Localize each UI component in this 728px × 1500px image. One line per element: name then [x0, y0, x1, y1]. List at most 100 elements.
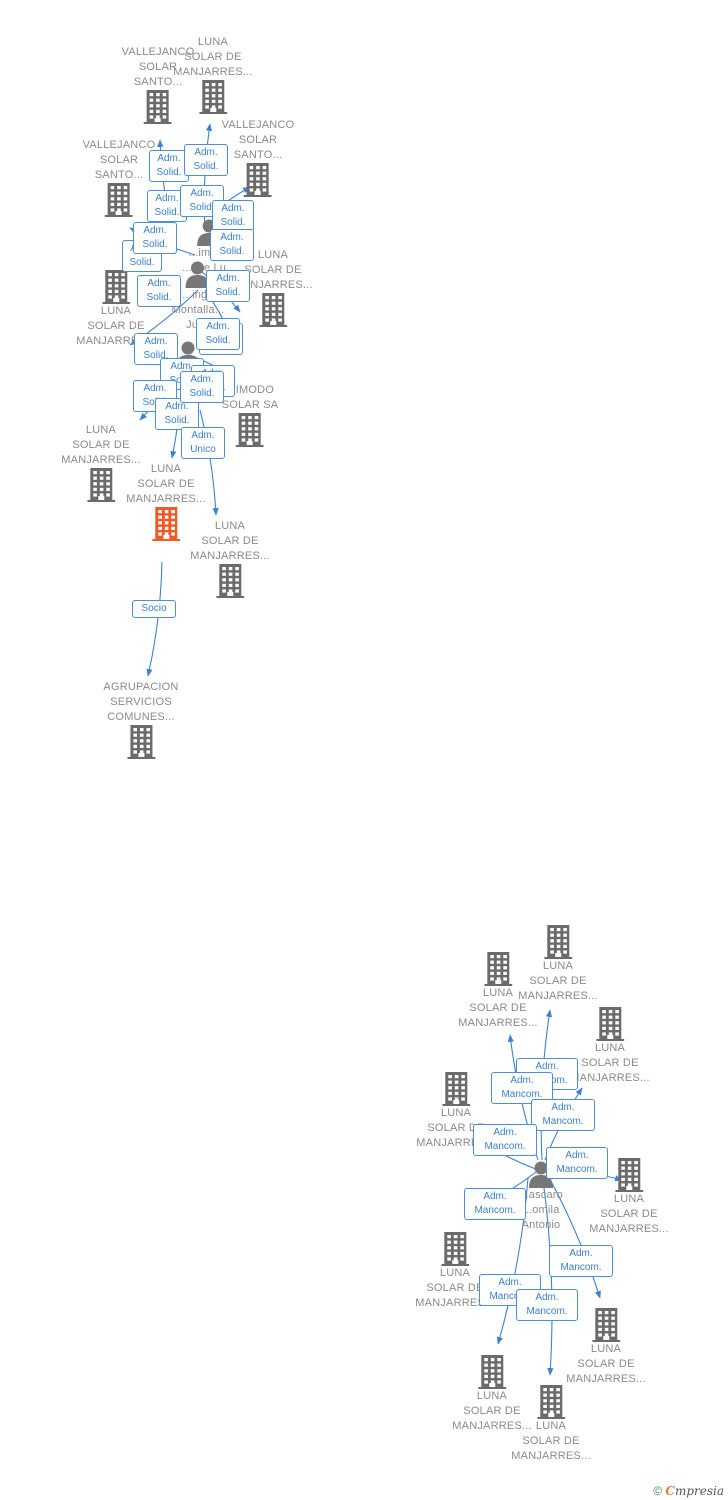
relationship-badge[interactable]: Adm.Solid. [184, 144, 228, 176]
relationship-badge[interactable]: Adm.Mancom. [473, 1124, 537, 1156]
node-label-line: LUNA [439, 1267, 471, 1279]
relationship-badge[interactable]: Adm.Solid. [149, 150, 189, 182]
badge-text: Socio [141, 603, 167, 614]
node-label-line: VALLEJANCO [121, 46, 195, 58]
relationship-badge[interactable]: Adm.Unico [181, 427, 225, 459]
relationship-badge[interactable]: Adm.Solid. [137, 275, 181, 307]
badge-text: Mancom. [560, 1262, 602, 1273]
relationship-badge[interactable]: Adm.Solid. [155, 398, 199, 430]
badge-text: Adm. [144, 336, 168, 347]
copyright-symbol: © [653, 1484, 663, 1498]
node-label-line: SOLAR [138, 61, 178, 73]
company-node[interactable]: LUNA SOLAR DE MANJARRES... [173, 35, 253, 114]
relationship-badge[interactable]: Adm.Mancom. [546, 1147, 608, 1179]
node-label-line: MANJARRES... [570, 1072, 650, 1084]
relationship-badge[interactable]: Adm.Mancom. [464, 1188, 526, 1220]
relationship-edge [542, 1179, 554, 1376]
badge-text: Adm. [190, 188, 214, 199]
node-label-line: MANJARRES... [190, 550, 270, 562]
node-label-line: SANTO... [133, 76, 183, 88]
relationship-badge[interactable]: Adm.Mancom. [516, 1289, 578, 1321]
node-label-line: LUNA [85, 424, 117, 436]
node-label-line: MANJARRES... [511, 1450, 591, 1462]
node-label-line: SANTO... [233, 149, 283, 161]
badge-text: Adm. [510, 1075, 534, 1086]
relationship-edge [199, 409, 219, 516]
node-label-line: SOLAR SA [221, 399, 279, 411]
company-node[interactable]: VALLEJANCO SOLAR SANTO... [122, 45, 195, 124]
node-label-line: SOLAR DE [581, 1057, 639, 1069]
relationship-badge[interactable]: Adm.Mancom. [549, 1245, 613, 1277]
relationship-badge[interactable]: Adm.Solid. [133, 222, 177, 254]
relationship-badge[interactable]: Adm. Solid. [196, 318, 240, 350]
relationship-badge[interactable]: Adm.Solid. [210, 229, 254, 261]
node-label-line: MANJARRES... [452, 1420, 532, 1432]
node-label-line: SOLAR DE [184, 51, 242, 63]
node-label-line: LUNA [197, 36, 229, 48]
relationship-badge[interactable]: Adm.Solid. [206, 270, 250, 302]
relationship-badge[interactable]: Socio [132, 600, 176, 618]
badge-text: Adm. [551, 1102, 575, 1113]
node-label-line: ...omila [522, 1204, 560, 1216]
relationship-badge[interactable]: Adm.Solid. [212, 200, 254, 232]
node-label-line: ...ascaro [519, 1189, 563, 1201]
badge-text: Adm. [206, 321, 230, 332]
node-label-line: ...IMODO [225, 384, 275, 396]
building-icon [222, 413, 279, 447]
node-label: LUNA SOLAR DE MANJARRES... [173, 35, 252, 80]
relationship-edge [496, 1177, 529, 1345]
badge-text: Adm. [565, 1150, 589, 1161]
badge-text: Adm. [535, 1292, 559, 1303]
node-label-line: LUNA [613, 1193, 645, 1205]
company-node[interactable]: ...IMODO SOLAR SA [222, 383, 279, 447]
node-label-line: MANJARRES... [173, 66, 253, 78]
relationship-badge[interactable]: Adm.Solid. [180, 371, 224, 403]
node-label: VALLEJANCO SOLAR SANTO... [122, 45, 195, 90]
relationship-badge[interactable]: Adm.Mancom. [531, 1099, 595, 1131]
badge-text: Mancom. [474, 1205, 516, 1216]
badge-text: Unico [190, 444, 216, 455]
badge-text: Solid. [205, 335, 231, 346]
building-icon [458, 952, 537, 986]
node-label-line: SOLAR DE [426, 1282, 484, 1294]
badge-text: Solid. [129, 257, 155, 268]
node-label-line: COMUNES... [107, 711, 175, 723]
badge-text: Adm. [535, 1061, 559, 1072]
badge-text: Adm. [143, 383, 167, 394]
badge-text: Adm. [216, 273, 240, 284]
node-label-line: LUNA [482, 987, 514, 999]
building-icon [222, 163, 295, 197]
building-icon [589, 1158, 668, 1192]
relationship-badge[interactable]: Adm.Mancom. [491, 1072, 553, 1104]
node-label-line: Antonio [521, 1219, 561, 1231]
building-icon [415, 1232, 494, 1266]
badge-text: Solid. [193, 161, 219, 172]
badge-text: Solid. [164, 415, 190, 426]
node-label-line: LUNA [542, 960, 574, 972]
